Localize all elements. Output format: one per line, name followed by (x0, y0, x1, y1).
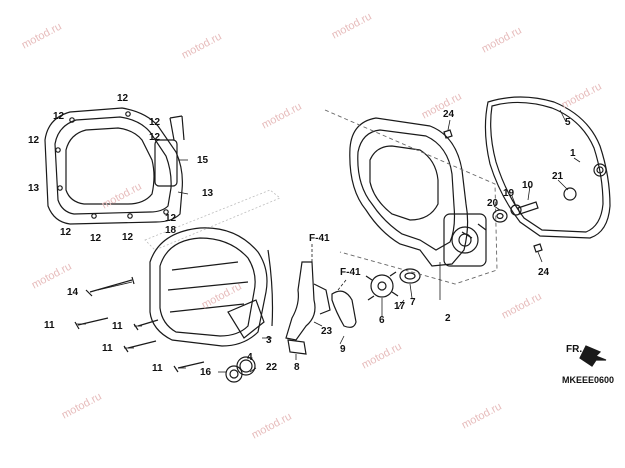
callout-number: 18 (165, 225, 177, 236)
callout-number: 10 (522, 180, 534, 191)
callout-number: 15 (197, 155, 209, 166)
seal-and-washer (225, 356, 256, 383)
impeller (365, 271, 399, 301)
water-pipe (285, 261, 331, 355)
callout-number: 5 (565, 117, 571, 128)
dowel-pin (533, 243, 543, 253)
callout-number: 12 (122, 232, 134, 243)
callout-number: 12 (60, 227, 72, 238)
callout-number: 19 (503, 188, 515, 199)
callout-number: 8 (294, 362, 300, 373)
callout-number: 21 (552, 171, 564, 182)
callout-number: 9 (340, 344, 346, 355)
callout-number: 11 (102, 343, 113, 354)
callout-number: 12 (117, 93, 129, 104)
callout-number: 11 (44, 320, 55, 331)
callout-number: 1 (570, 148, 576, 159)
clutch-cover (149, 227, 274, 347)
callout-number: 12 (90, 233, 102, 244)
callout-number: 6 (379, 315, 385, 326)
callout-number: 13 (202, 188, 214, 199)
callout-number: 20 (487, 198, 499, 209)
callout-number: 13 (28, 183, 40, 194)
callout-number: 17 (394, 301, 406, 312)
callout-number: 24 (538, 267, 550, 278)
callout-number: 4 (247, 352, 253, 363)
callout-number: 12 (149, 117, 161, 128)
callout-number: 11 (112, 321, 123, 332)
bolts (74, 276, 205, 373)
callout-number: 11 (152, 363, 163, 374)
callout-number: 14 (67, 287, 79, 298)
callout-number: 7 (410, 297, 416, 308)
crankcase-gasket (484, 96, 611, 239)
reference-label: F-41 (340, 267, 361, 278)
callout-number: 16 (200, 367, 212, 378)
fr-arrow (579, 345, 607, 367)
assembly-outline (324, 109, 498, 285)
water-seal (399, 268, 421, 284)
callout-number: 2 (445, 313, 451, 324)
callout-number: 23 (321, 326, 333, 337)
callout-number: 22 (266, 362, 278, 373)
callout-number: 12 (165, 213, 177, 224)
right-crankcase-cover (349, 117, 487, 267)
reference-label: F-41 (309, 233, 330, 244)
callout-number: 12 (149, 132, 161, 143)
callout-number: 3 (266, 335, 272, 346)
callout-number: 12 (53, 111, 65, 122)
callout-number: 24 (443, 109, 455, 120)
o-ring (331, 290, 357, 328)
clutch-cover-gasket (44, 107, 185, 225)
diagram-code: MKEEE0600 (562, 375, 615, 385)
callout-number: 12 (28, 135, 40, 146)
direction-label: FR. (566, 344, 583, 355)
dowel-pin (443, 129, 453, 139)
